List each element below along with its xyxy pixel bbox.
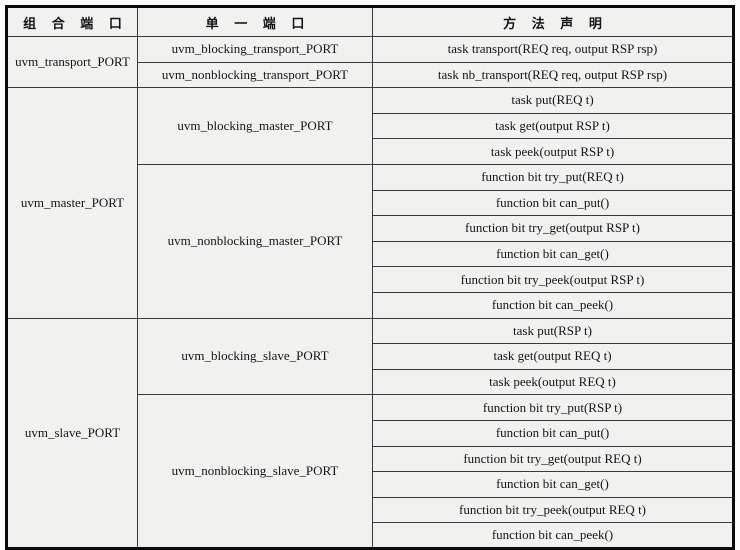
method-cell: task peek(output RSP t)	[372, 138, 734, 165]
method-cell: task nb_transport(REQ req, output RSP rs…	[372, 61, 734, 89]
method-cell: function bit can_peek()	[372, 291, 734, 319]
method-cell: function bit can_peek()	[372, 522, 734, 549]
method-cell: function bit can_get()	[372, 240, 734, 268]
table-row: uvm_slave_PORT uvm_blocking_slave_PORT t…	[6, 317, 734, 549]
single-port-cell: uvm_nonblocking_master_PORT	[137, 163, 373, 319]
table-row: task peek(output RSP t)	[7, 138, 734, 165]
table-row: function bit can_peek()	[7, 522, 734, 549]
header-composite-port: 组 合 端 口	[6, 6, 138, 37]
table-row: function bit try_get(output REQ t)	[7, 445, 734, 473]
method-cell: function bit try_get(output REQ t)	[372, 445, 734, 473]
table-row: uvm_nonblocking_master_PORT function bit…	[7, 163, 734, 319]
table-row: function bit can_put()	[7, 189, 734, 217]
table-row: uvm_master_PORT uvm_blocking_master_PORT…	[6, 87, 734, 319]
method-cell: function bit try_peek(output REQ t)	[372, 496, 734, 524]
composite-port-cell: uvm_transport_PORT	[6, 35, 138, 89]
table-row: function bit try_peek(output RSP t)	[7, 266, 734, 293]
method-cell: function bit try_put(REQ t)	[372, 163, 734, 191]
table-row: function bit can_put()	[7, 419, 734, 447]
method-cell: function bit try_peek(output RSP t)	[372, 266, 734, 293]
uvm-port-table: 组 合 端 口 单 一 端 口 方 法 声 明 uvm_transport_PO…	[5, 5, 735, 550]
method-cell: function bit can_put()	[372, 419, 734, 447]
table-row: task peek(output REQ t)	[7, 368, 734, 396]
method-cell: task get(output REQ t)	[372, 343, 734, 370]
method-cell: function bit try_get(output RSP t)	[372, 215, 734, 242]
method-cell: function bit try_put(RSP t)	[372, 394, 734, 421]
method-cell: function bit can_get()	[372, 471, 734, 498]
method-cell: task put(REQ t)	[372, 87, 734, 114]
single-port-cell: uvm_nonblocking_slave_PORT	[137, 394, 373, 549]
method-cell: task get(output RSP t)	[372, 112, 734, 140]
single-port-cell: uvm_blocking_master_PORT	[137, 87, 373, 165]
table-row: function bit try_get(output RSP t)	[7, 215, 734, 242]
composite-port-cell: uvm_slave_PORT	[6, 317, 138, 549]
header-method-declaration: 方 法 声 明	[372, 6, 734, 37]
header-row: 组 合 端 口 单 一 端 口 方 法 声 明	[6, 6, 734, 37]
composite-port-cell: uvm_master_PORT	[6, 87, 138, 319]
table-row: uvm_transport_PORT uvm_blocking_transpor…	[6, 35, 734, 89]
method-cell: task put(RSP t)	[372, 317, 734, 345]
method-cell: task transport(REQ req, output RSP rsp)	[372, 36, 734, 63]
table-row: function bit can_peek()	[7, 291, 734, 319]
table-row: task get(output REQ t)	[7, 343, 734, 370]
single-port-cell: uvm_blocking_transport_PORT	[137, 36, 373, 63]
single-port-cell: uvm_blocking_slave_PORT	[137, 317, 373, 396]
table-row: uvm_nonblocking_transport_PORT task nb_t…	[7, 61, 734, 89]
method-cell: function bit can_put()	[372, 189, 734, 217]
table-row: function bit can_get()	[7, 240, 734, 268]
method-cell: task peek(output REQ t)	[372, 368, 734, 396]
header-single-port: 单 一 端 口	[137, 6, 373, 37]
single-port-cell: uvm_nonblocking_transport_PORT	[137, 61, 373, 89]
table-row: uvm_nonblocking_slave_PORT function bit …	[7, 394, 734, 549]
